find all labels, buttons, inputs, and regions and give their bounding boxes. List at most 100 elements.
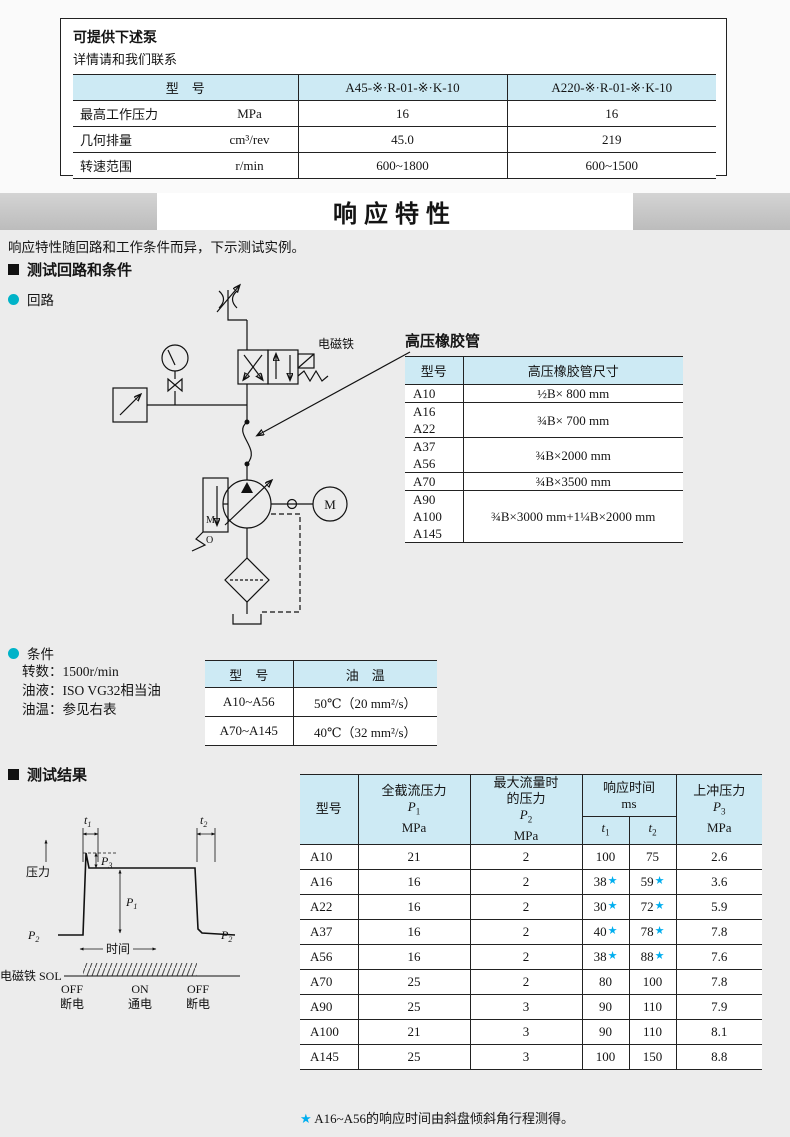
results-value-cell: 3	[469, 1018, 583, 1045]
results-value-cell: 21	[357, 843, 471, 870]
oil-temp-table: 型 号 油 温 A10~A56 50℃（20 mm²/s） A70~A145 4…	[205, 660, 437, 746]
section-banner-inner: 响应特性	[157, 193, 633, 230]
t1-label: t1	[84, 813, 91, 829]
results-value-cell: 2	[469, 843, 583, 870]
pumps-table: 型 号 A45-※·R-01-※·K-10 A220-※·R-01-※·K-10…	[73, 74, 716, 179]
results-value-cell: 16	[357, 918, 471, 945]
results-value-cell: 7.8	[675, 968, 763, 995]
sol-on-label: ON	[131, 982, 149, 996]
results-value-cell: 16	[357, 943, 471, 970]
results-header-t2: t2	[628, 816, 677, 845]
pressure-switch-symbol	[112, 387, 148, 423]
sol-off2-cn-label: 断电	[186, 996, 210, 1011]
conditions-label-row: 条件	[8, 643, 54, 663]
circuit-label-row: 回路	[8, 289, 54, 309]
results-value-cell: 110	[628, 1018, 677, 1045]
pressure-waveform-chart: t1 t2 P3 P1 压力 P2 P2 时间 电磁铁 SOL OFF 断电 O…	[0, 813, 240, 1011]
section-banner: 响应特性	[0, 193, 790, 230]
results-value-cell: 110	[628, 993, 677, 1020]
results-model-cell: A16	[300, 868, 359, 895]
results-value-cell: 2	[469, 893, 583, 920]
results-value-cell: 7.8	[675, 918, 763, 945]
section-test-results: 测试结果	[8, 764, 87, 785]
directional-valve-symbol	[237, 349, 299, 385]
p2-right-label: P2	[220, 928, 232, 944]
square-bullet-icon	[8, 264, 19, 275]
results-header-max-flow: 最大流量时 的压力 P2 MPa	[469, 774, 583, 845]
oil-temp-header-row: 型 号 油 温	[205, 660, 437, 688]
pressure-axis-label: 压力	[26, 865, 50, 879]
value-cell: 45.0	[297, 126, 508, 153]
hose-size-cell: ¾B×3500 mm	[462, 472, 683, 491]
results-value-cell: 2	[469, 968, 583, 995]
pressure-gauge	[161, 344, 189, 379]
results-value-cell: 2	[469, 868, 583, 895]
star-icon: ★	[654, 873, 665, 887]
results-value-cell: 21	[357, 1018, 471, 1045]
results-value-cell: 25	[357, 968, 471, 995]
results-value-cell: 75	[628, 843, 677, 870]
results-value-cell: 16	[357, 893, 471, 920]
row-unit: r/min	[235, 157, 264, 173]
results-value-cell: 38★	[581, 943, 630, 970]
footnote-text: A16~A56的响应时间由斜盘倾斜角行程测得。	[314, 1111, 575, 1126]
shutoff-valve-symbol	[167, 377, 183, 405]
results-value-cell: 90	[581, 1018, 630, 1045]
hose-size-cell: ¾B×3000 mm+1¼B×2000 mm	[462, 490, 683, 543]
t2-label: t2	[200, 813, 207, 829]
pumps-header-row: 型 号 A45-※·R-01-※·K-10 A220-※·R-01-※·K-10	[73, 74, 716, 101]
circuit-label: 回路	[27, 293, 54, 308]
pumps-header-a45: A45-※·R-01-※·K-10	[297, 74, 508, 101]
star-icon: ★	[607, 923, 618, 937]
results-model-cell: A22	[300, 893, 359, 920]
results-value-cell: 88★	[628, 943, 677, 970]
section-test-circuit: 测试回路和条件	[8, 259, 132, 280]
results-model-cell: A90	[300, 993, 359, 1020]
motor-symbol	[271, 486, 348, 522]
tank-symbol	[232, 614, 262, 625]
results-value-cell: 78★	[628, 918, 677, 945]
solenoid-symbol	[297, 353, 315, 369]
condition-speed: 转数：1500r/min	[22, 664, 119, 679]
available-pumps-box: 可提供下述泵 详情请和我们联系 型 号 A45-※·R-01-※·K-10 A2…	[60, 18, 727, 179]
row-label: 几何排量	[80, 133, 133, 148]
results-value-cell: 2	[469, 943, 583, 970]
oil-temp-row: A70~A145 40℃（32 mm²/s）	[205, 716, 437, 746]
results-model-cell: A70	[300, 968, 359, 995]
oil-temp-value-cell: 40℃（32 mm²/s）	[292, 716, 437, 746]
hose-header-size: 高压橡胶管尺寸	[462, 356, 683, 385]
circle-bullet-icon	[8, 293, 19, 305]
results-value-cell: 5.9	[675, 893, 763, 920]
results-value-cell: 90	[581, 993, 630, 1020]
hose-leader-line	[258, 351, 411, 435]
results-header-row-1: 型号 全截流压力 P1 MPa 最大流量时 的压力 P2 MPa 响应时间 ms	[300, 773, 763, 845]
row-label: 转速范围	[80, 159, 133, 174]
value-cell: 600~1500	[506, 152, 716, 179]
results-value-cell: 3.6	[675, 868, 763, 895]
results-value-cell: 38★	[581, 868, 630, 895]
results-value-cell: 16	[357, 868, 471, 895]
sol-on-cn-label: 通电	[128, 997, 152, 1011]
time-axis-label: 时间	[106, 942, 130, 956]
available-pumps-title: 可提供下述泵	[73, 31, 157, 46]
pump-symbol	[222, 480, 271, 529]
row-label-cell: 转速范围 r/min	[73, 152, 299, 179]
results-header-t1: t1	[582, 816, 630, 845]
sol-off1-cn-label: 断电	[60, 996, 84, 1011]
available-pumps-subtitle: 详情请和我们联系	[73, 52, 178, 67]
motor-label: M	[324, 497, 336, 512]
star-icon: ★	[607, 898, 618, 912]
compensator-symbol	[191, 477, 229, 552]
results-value-cell: 8.8	[675, 1043, 763, 1070]
